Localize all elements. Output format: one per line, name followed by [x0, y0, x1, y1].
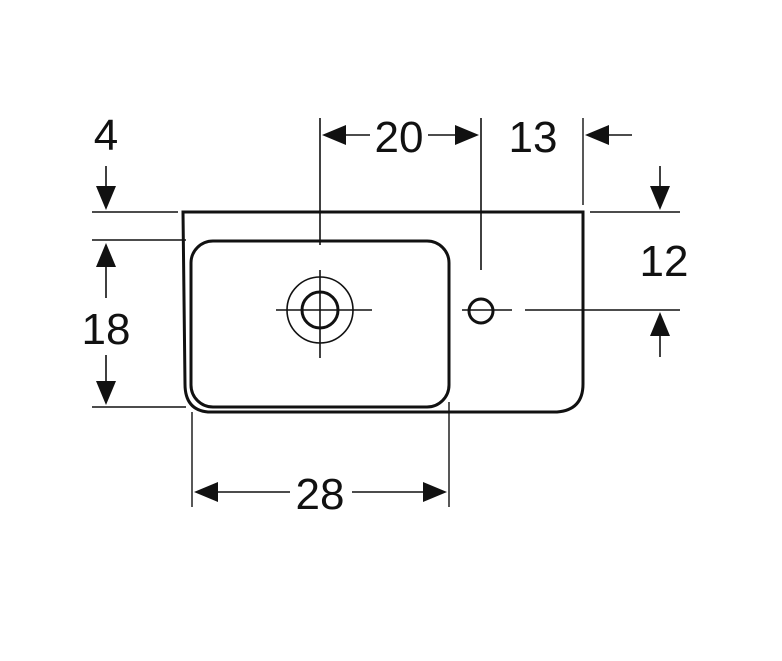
dimension-label-18: 18	[82, 305, 131, 354]
dimension-label-4: 4	[94, 111, 118, 160]
dimension-label-13: 13	[509, 113, 558, 162]
dimension-bowl-width: 28	[194, 470, 447, 519]
dimension-tap-to-edge: 13	[509, 113, 632, 162]
dimension-tap-to-drain: 20	[322, 113, 479, 162]
dimension-rim-to-tap: 12	[640, 166, 689, 357]
extension-lines	[92, 118, 680, 507]
basin-outline	[181, 210, 585, 414]
dimension-label-12: 12	[640, 237, 689, 286]
dimension-label-20: 20	[375, 113, 424, 162]
dimension-bowl-depth: 18	[82, 243, 131, 405]
center-lines	[276, 118, 680, 358]
dimension-top-rim: 4	[94, 111, 118, 210]
dimension-label-28: 28	[296, 470, 345, 519]
tap-hole	[467, 297, 495, 325]
